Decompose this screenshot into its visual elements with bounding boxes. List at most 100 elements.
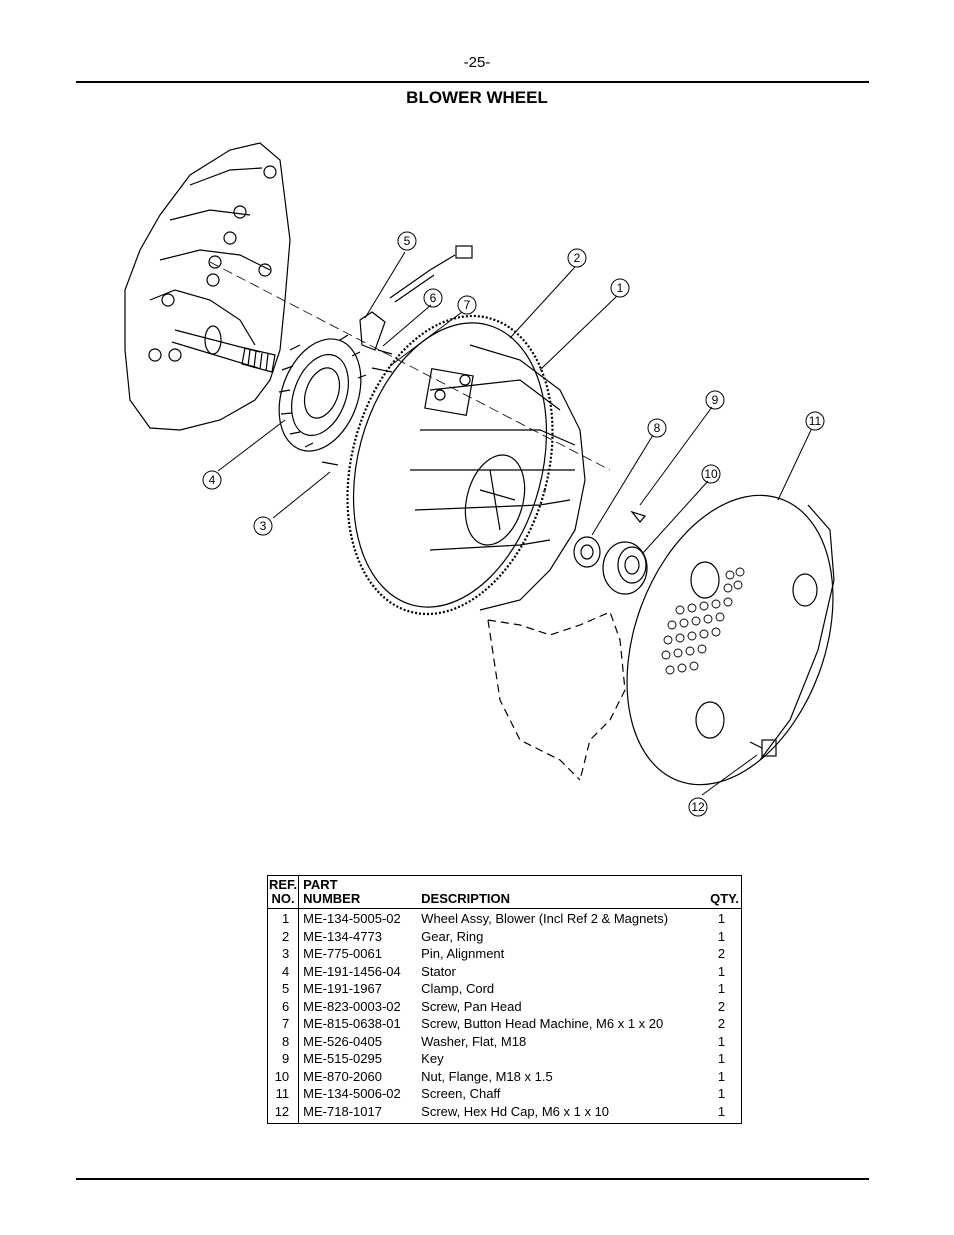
cell-qty: 1 [717, 963, 726, 979]
header-qty: QTY. [701, 875, 742, 909]
alignment-pin-drawing [321, 461, 339, 466]
cell-part: ME-823-0003-02 [303, 998, 401, 1014]
cell-part: ME-870-2060 [303, 1068, 382, 1084]
leader-lines [217, 251, 812, 796]
engine-housing-drawing [124, 142, 291, 431]
cell-part: ME-134-4773 [303, 928, 382, 944]
cell-description: Key [421, 1051, 444, 1066]
cell-ref: 7 [267, 1015, 300, 1033]
connector-drawing [455, 245, 473, 259]
callout-circles [202, 231, 825, 817]
header-description: DESCRIPTION [417, 875, 702, 909]
header-ref-no: REF.NO. [267, 875, 300, 909]
cell-qty: 1 [717, 911, 726, 926]
washer-drawing [573, 536, 601, 568]
chaff-screen-drawing [626, 494, 835, 786]
cord-drawing [389, 254, 456, 303]
callout-10: 10 [704, 467, 718, 481]
pan-head-screw-drawing [377, 349, 393, 355]
flange-nut-drawing [602, 541, 648, 595]
cell-qty: 1 [717, 1086, 726, 1101]
header-part-line1: PART [303, 877, 338, 892]
cell-part: ME-526-0405 [303, 1033, 382, 1049]
cell-ref: 12 [267, 1102, 300, 1124]
cell-qty: 2 [717, 1016, 726, 1031]
cell-description: Pin, Alignment [421, 946, 505, 961]
cell-description: Nut, Flange, M18 x 1.5 [421, 1068, 553, 1084]
callout-12: 12 [691, 800, 705, 814]
button-head-screw-drawing [371, 367, 393, 373]
stator-drawing [278, 334, 367, 452]
cell-description: Screw, Button Head Machine, M6 x 1 x 20 [421, 1016, 664, 1031]
cell-part: ME-134-5005-02 [303, 911, 401, 926]
cell-description: Stator [421, 963, 456, 979]
cell-description: Clamp, Cord [421, 981, 495, 996]
housing-outline-drawing [487, 611, 626, 781]
page-number: -25- [463, 54, 491, 71]
callout-4: 4 [209, 473, 216, 487]
callout-8: 8 [654, 421, 661, 435]
header-ref-line2: NO. [271, 891, 295, 906]
header-ref-line1: REF. [269, 877, 298, 892]
callout-3: 3 [260, 519, 267, 533]
cell-part: ME-815-0638-01 [303, 1016, 401, 1031]
hex-screw-drawing [749, 739, 777, 757]
cell-description: Screw, Hex Hd Cap, M6 x 1 x 10 [421, 1103, 610, 1119]
callout-11: 11 [809, 414, 822, 428]
callout-1: 1 [617, 281, 624, 295]
blower-wheel-drawing [346, 314, 586, 616]
cell-part: ME-775-0061 [303, 946, 382, 961]
cell-ref: 4 [267, 962, 300, 980]
cell-qty: 2 [717, 946, 726, 961]
cell-part: ME-515-0295 [303, 1051, 382, 1066]
cell-ref: 9 [267, 1050, 300, 1068]
cell-ref: 5 [267, 980, 300, 998]
cell-qty: 1 [717, 1033, 726, 1049]
cell-description: Screen, Chaff [421, 1086, 501, 1101]
cord-clamp-drawing [359, 311, 386, 351]
callout-7: 7 [464, 298, 471, 312]
cell-ref: 3 [267, 945, 300, 963]
cell-qty: 1 [717, 1051, 726, 1066]
bottom-rule [76, 1178, 869, 1180]
cell-description: Wheel Assy, Blower (Incl Ref 2 & Magnets… [421, 911, 669, 926]
page-title: BLOWER WHEEL [406, 88, 548, 107]
cell-part: ME-191-1456-04 [303, 963, 401, 979]
cell-description: Washer, Flat, M18 [421, 1033, 527, 1049]
cell-part: ME-134-5006-02 [303, 1086, 401, 1101]
exploded-diagram: 1 2 3 4 5 6 7 8 9 10 11 12 [124, 142, 835, 817]
callout-6: 6 [430, 291, 437, 305]
cell-description: Gear, Ring [421, 928, 484, 944]
cell-description: Screw, Pan Head [421, 998, 522, 1014]
key-drawing [630, 510, 647, 523]
header-part-line2: NUMBER [303, 891, 361, 906]
cell-ref: 1 [267, 908, 300, 928]
cell-ref: 10 [267, 1067, 300, 1085]
cell-part: ME-191-1967 [303, 981, 382, 996]
cell-qty: 1 [717, 928, 726, 944]
cell-qty: 2 [717, 998, 726, 1014]
center-axis-line [209, 261, 611, 471]
cell-qty: 1 [717, 981, 726, 996]
cell-ref: 6 [267, 997, 300, 1015]
cell-qty: 1 [717, 1103, 726, 1119]
cell-ref: 2 [267, 927, 300, 945]
callout-2: 2 [574, 251, 581, 265]
callout-9: 9 [712, 393, 719, 407]
cell-part: ME-718-1017 [303, 1103, 382, 1119]
